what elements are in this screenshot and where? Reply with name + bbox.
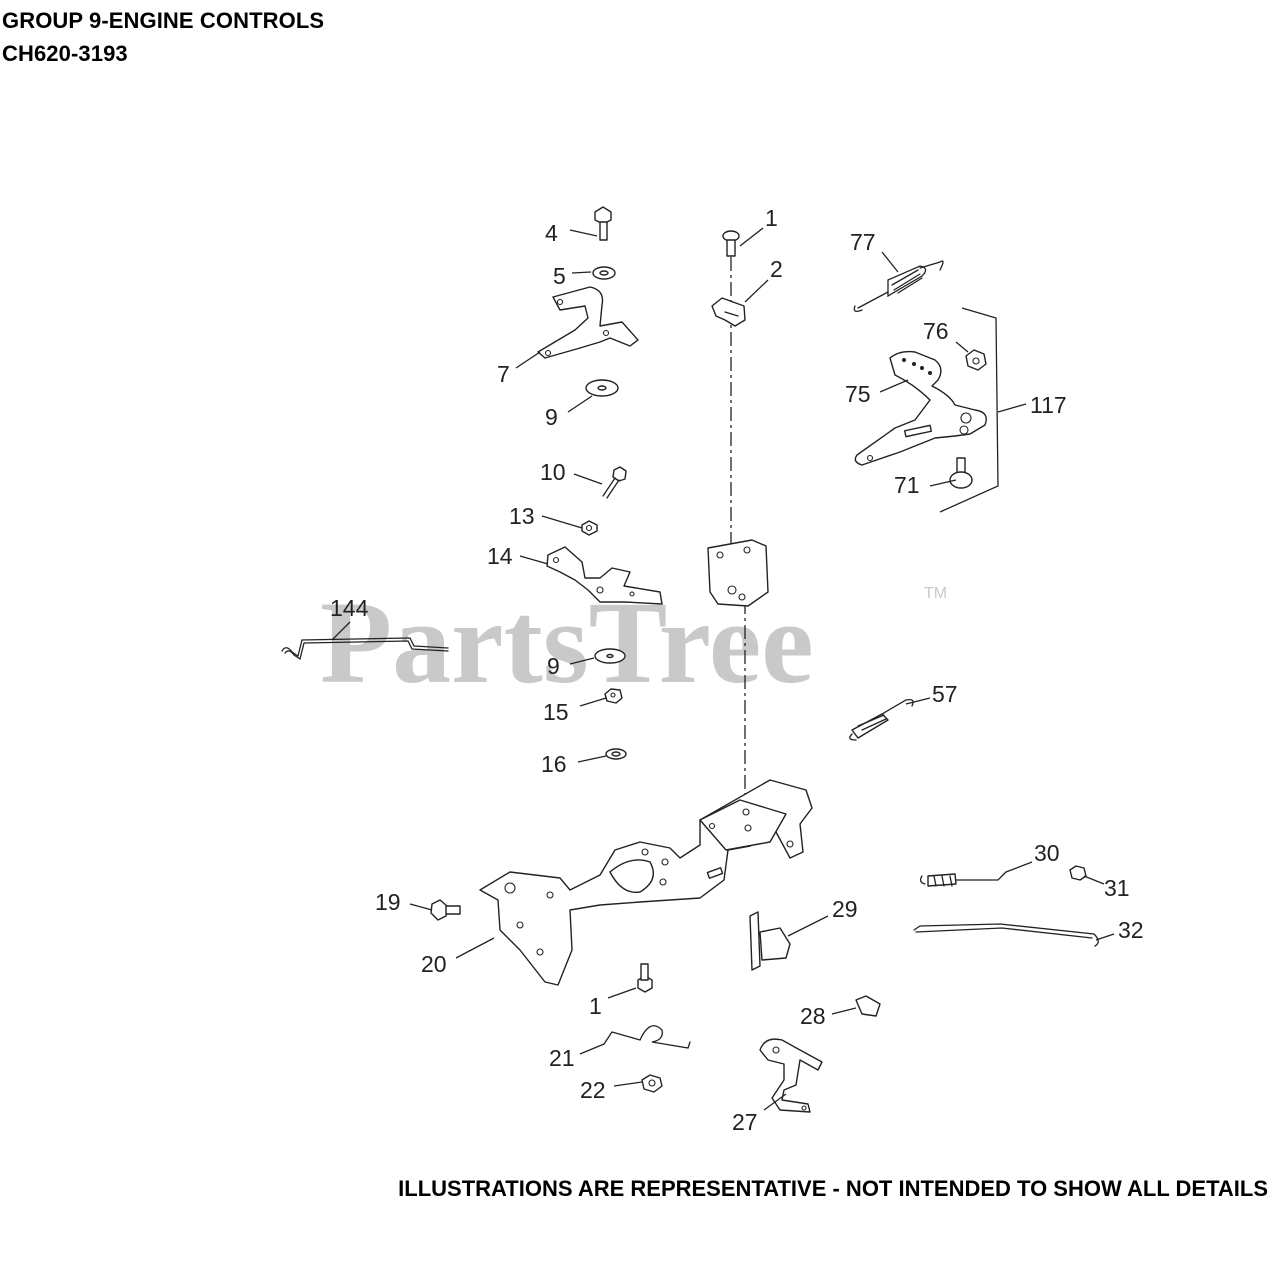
part-22-nut — [641, 1074, 663, 1093]
callout-9-middle: 9 — [547, 653, 560, 679]
part-76-nut — [965, 349, 987, 371]
callout-1-bottom: 1 — [589, 993, 602, 1019]
part-16-lockwasher — [605, 748, 627, 760]
diagram-title: GROUP 9-ENGINE CONTROLS — [2, 8, 325, 33]
callout-2: 2 — [770, 256, 783, 282]
part-29-bracket — [749, 911, 791, 971]
part-30-spring — [919, 871, 1007, 887]
callout-57: 57 — [932, 681, 958, 707]
callout-9-top: 9 — [545, 404, 558, 430]
part-19-screw — [430, 899, 461, 921]
part-14-bracket — [546, 546, 663, 605]
callout-29: 29 — [832, 896, 858, 922]
callout-22: 22 — [580, 1077, 606, 1103]
callout-1-top: 1 — [765, 205, 778, 231]
part-32-rod — [913, 923, 1099, 947]
part-4-bolt — [594, 206, 612, 241]
part-10-screw — [602, 466, 627, 499]
part-5-washer — [592, 266, 616, 280]
callout-27: 27 — [732, 1109, 758, 1135]
part-27-lever — [759, 1038, 823, 1113]
base-plate — [479, 779, 813, 986]
callout-117: 117 — [1030, 392, 1067, 418]
part-1-screw-top — [722, 230, 740, 257]
callout-7: 7 — [497, 361, 510, 387]
part-21-spring — [603, 1025, 691, 1049]
part-13-nut — [581, 520, 598, 536]
part-31-nut — [1069, 865, 1087, 881]
part-75-lever — [854, 350, 987, 466]
callout-144: 144 — [330, 595, 369, 621]
callout-71: 71 — [894, 472, 920, 498]
part-71-pin — [949, 457, 973, 489]
callout-4: 4 — [545, 220, 558, 246]
part-9-washer-top — [585, 379, 619, 397]
callout-20: 20 — [421, 951, 447, 977]
callout-28: 28 — [800, 1003, 826, 1029]
callout-76: 76 — [923, 318, 949, 344]
watermark-trademark: TM — [924, 585, 947, 602]
part-2-clip — [711, 297, 746, 327]
model-number: CH620-3193 — [2, 41, 128, 66]
part-9-washer-middle — [594, 648, 626, 664]
callout-77: 77 — [850, 229, 876, 255]
part-1-screw-bottom — [637, 963, 653, 993]
callout-75: 75 — [845, 381, 871, 407]
part-144-rod — [281, 637, 449, 661]
callout-14: 14 — [487, 543, 513, 569]
callout-19: 19 — [375, 889, 401, 915]
disclaimer-text: ILLUSTRATIONS ARE REPRESENTATIVE - NOT I… — [398, 1176, 1268, 1201]
callout-32: 32 — [1118, 917, 1144, 943]
callout-16: 16 — [541, 751, 567, 777]
callout-21: 21 — [549, 1045, 575, 1071]
callout-13: 13 — [509, 503, 535, 529]
callout-15: 15 — [543, 699, 569, 725]
callout-31: 31 — [1104, 875, 1130, 901]
callout-10: 10 — [540, 459, 566, 485]
part-57-spring — [849, 698, 914, 741]
part-7-lever — [537, 286, 639, 359]
part-77-spring — [853, 260, 944, 312]
leader-lines — [331, 227, 1115, 1111]
callout-5: 5 — [553, 263, 566, 289]
control-plate — [707, 539, 769, 607]
assembly-117-bracket — [939, 307, 1027, 513]
part-15-nut — [604, 688, 623, 704]
callout-30: 30 — [1034, 840, 1060, 866]
part-28-clip — [855, 995, 881, 1017]
